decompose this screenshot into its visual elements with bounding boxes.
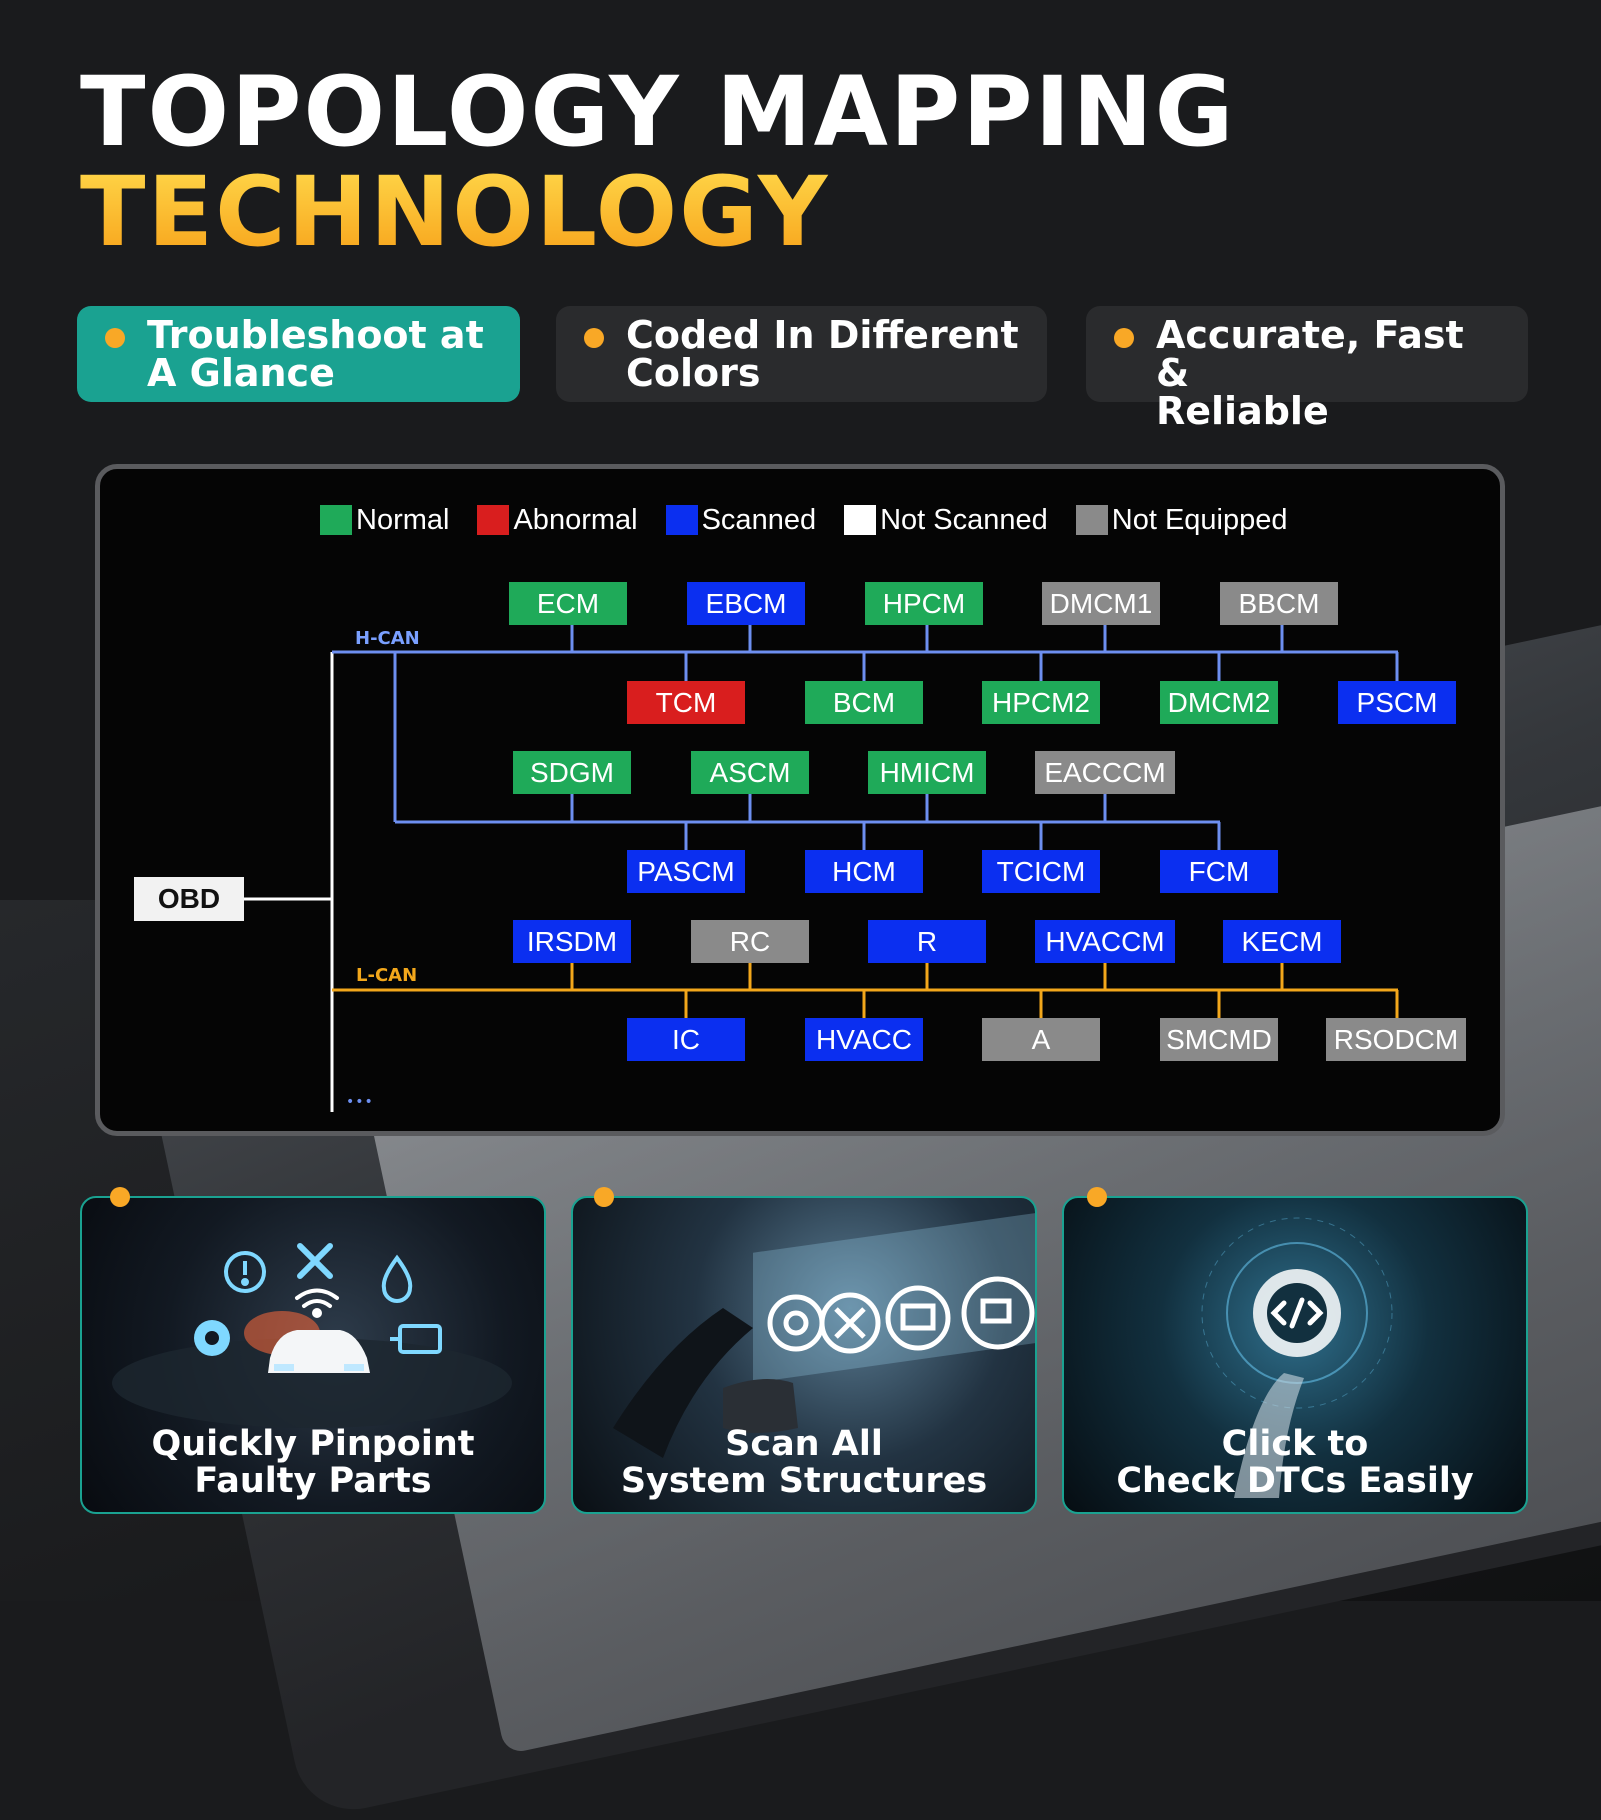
module-node[interactable]: PSCM — [1338, 681, 1456, 724]
module-node[interactable]: IC — [627, 1018, 745, 1061]
page-title: TOPOLOGY MAPPING TECHNOLOGY — [80, 62, 1235, 262]
legend-not-equipped: Not Equipped — [1075, 504, 1288, 537]
bullet-dot-icon — [1087, 1187, 1107, 1207]
module-node[interactable]: HPCM2 — [982, 681, 1100, 724]
module-node[interactable]: ASCM — [691, 751, 809, 794]
module-node[interactable]: TCICM — [982, 850, 1100, 893]
card-illustration — [613, 1212, 1035, 1458]
module-node[interactable]: HMICM — [868, 751, 986, 794]
bullet-dot-icon — [110, 1187, 130, 1207]
oil-drop-icon — [381, 1254, 413, 1303]
code-gear-icon — [1253, 1269, 1341, 1357]
title-line-1: TOPOLOGY MAPPING — [80, 56, 1236, 168]
module-node[interactable]: FCM — [1160, 850, 1278, 893]
wrench-screwdriver-icon — [297, 1243, 333, 1279]
legend-scanned: Scanned — [665, 504, 816, 537]
module-node[interactable]: R — [868, 920, 986, 963]
bullet-dot-icon — [584, 328, 604, 348]
l-can-label: L-CAN — [356, 965, 418, 986]
module-node[interactable]: SDGM — [513, 751, 631, 794]
module-node[interactable]: HPCM — [865, 582, 983, 625]
module-node[interactable]: HCM — [805, 850, 923, 893]
module-node[interactable]: RSODCM — [1326, 1018, 1466, 1061]
legend-swatch — [844, 505, 877, 535]
obd-trunk-lines — [244, 650, 395, 1112]
module-node[interactable]: KECM — [1223, 920, 1341, 963]
alert-icon — [224, 1251, 266, 1293]
h-can-lines — [332, 624, 1399, 850]
engine-icon — [390, 1324, 442, 1354]
topology-wiring — [244, 624, 1399, 1112]
tools-gear-icon — [819, 1292, 881, 1354]
more-modules-indicator[interactable]: ••• — [346, 1094, 374, 1110]
bullet-dot-icon — [594, 1187, 614, 1207]
l-can-lines — [332, 962, 1399, 1018]
module-node[interactable]: TCM — [627, 681, 745, 724]
module-node[interactable]: EBCM — [687, 582, 805, 625]
module-node[interactable]: HVACC — [805, 1018, 923, 1061]
legend-not-scanned: Not Scanned — [844, 504, 1048, 537]
module-node[interactable]: A — [982, 1018, 1100, 1061]
obd-node[interactable]: OBD — [134, 877, 244, 921]
module-node[interactable]: DMCM1 — [1042, 582, 1160, 625]
module-node[interactable]: SMCMD — [1160, 1018, 1278, 1061]
legend-swatch — [1075, 505, 1108, 535]
module-node[interactable]: EACCCM — [1035, 751, 1175, 794]
legend-swatch — [665, 505, 698, 535]
title-line-2: TECHNOLOGY — [80, 162, 1235, 262]
card-illustration — [112, 1243, 512, 1428]
oil-can-gear-icon — [961, 1276, 1035, 1350]
feature-pill-accurate: Accurate, Fast &Reliable — [1086, 306, 1528, 430]
bullet-dot-icon — [105, 328, 125, 348]
legend-normal: Normal — [320, 504, 449, 537]
legend-swatch — [320, 505, 352, 535]
legend-abnormal: Abnormal — [477, 504, 638, 537]
battery-gear-icon — [885, 1285, 951, 1351]
status-legend: Normal Abnormal Scanned Not Scanned Not … — [320, 500, 1316, 540]
feature-label: Accurate, Fast &Reliable — [1156, 313, 1464, 433]
module-node[interactable]: PASCM — [627, 850, 745, 893]
module-node[interactable]: DMCM2 — [1160, 681, 1278, 724]
bullet-dot-icon — [1114, 328, 1134, 348]
module-node[interactable]: BBCM — [1220, 582, 1338, 625]
wifi-icon — [295, 1288, 339, 1318]
gear-icon — [194, 1320, 230, 1356]
module-node[interactable]: HVACCM — [1035, 920, 1175, 963]
card-illustration — [1201, 1217, 1393, 1498]
car-icon — [244, 1311, 370, 1373]
module-node[interactable]: BCM — [805, 681, 923, 724]
h-can-label: H-CAN — [355, 628, 420, 649]
module-node[interactable]: IRSDM — [513, 920, 631, 963]
legend-swatch — [477, 505, 510, 535]
module-node[interactable]: RC — [691, 920, 809, 963]
module-node[interactable]: ECM — [509, 582, 627, 625]
